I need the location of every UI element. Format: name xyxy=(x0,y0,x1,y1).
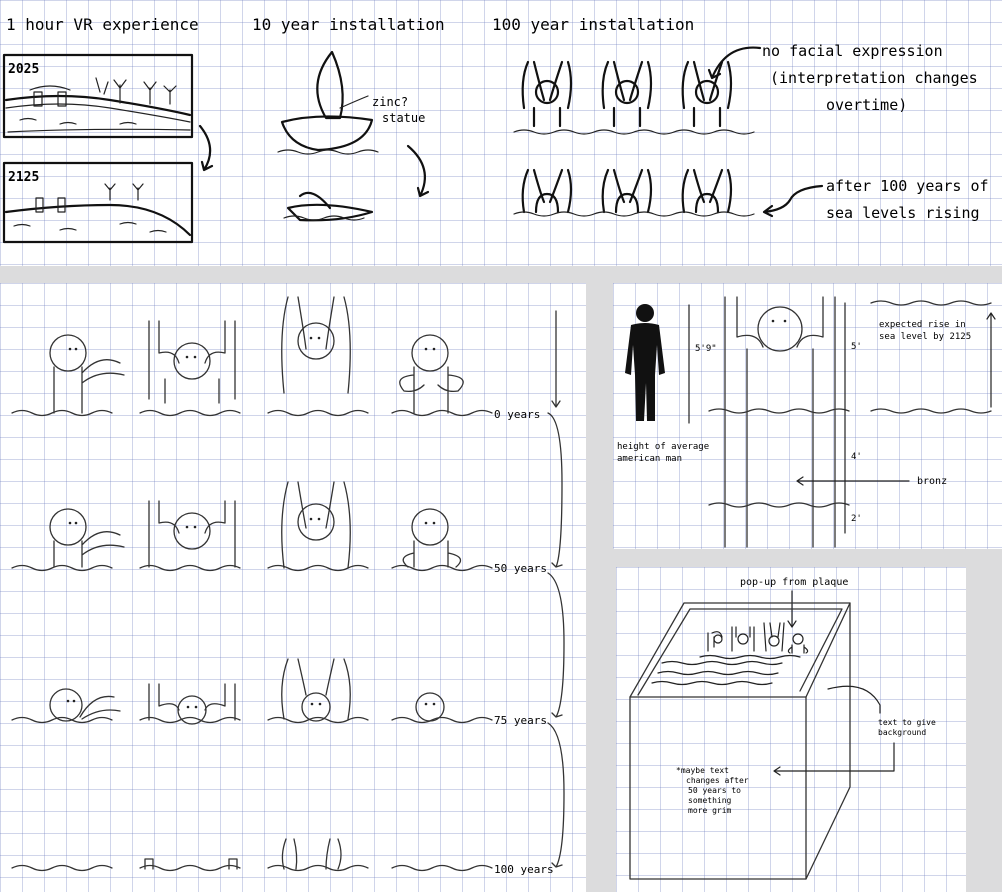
note2-line1: after 100 years of xyxy=(826,177,989,195)
plaque-note-3: 50 years to xyxy=(688,786,741,795)
arrow-note-1 xyxy=(709,48,760,78)
timeline-sketches: 0 years 50 years 75 years 100 years xyxy=(0,283,586,892)
arrow-down-boat xyxy=(408,146,428,196)
row-50-years xyxy=(12,482,492,571)
statue-label: statue xyxy=(382,111,425,125)
plaque-sheet: pop-up from plaque text to give backgrou… xyxy=(616,567,966,892)
material-arrow xyxy=(797,477,909,485)
bg-text-arrow xyxy=(828,686,880,713)
man-silhouette xyxy=(625,304,665,421)
arrow-down-vr xyxy=(200,126,212,170)
year-2025: 2025 xyxy=(8,62,39,77)
sunk-boat xyxy=(284,193,372,220)
row-100-years xyxy=(12,839,492,871)
boat-statue xyxy=(278,52,378,154)
ten-year-heading: 10 year installation xyxy=(252,15,445,34)
year-2125: 2125 xyxy=(8,170,39,185)
mini-figures xyxy=(700,623,808,659)
plaque-note-4: something xyxy=(688,796,732,805)
height-5: 5' xyxy=(851,342,862,352)
row-0-years xyxy=(12,297,492,416)
height-5-9: 5'9" xyxy=(695,344,717,354)
rise-arrow xyxy=(987,313,995,407)
sea-level-now xyxy=(871,409,991,413)
note1-line3: overtime) xyxy=(826,96,907,114)
concept-sheet-top: 1 hour VR experience 10 year installatio… xyxy=(0,0,1002,266)
vr-heading: 1 hour VR experience xyxy=(6,15,199,34)
note-arrow xyxy=(774,743,894,775)
height-2: 2' xyxy=(851,514,862,524)
landscape-2025 xyxy=(6,78,190,132)
scale-sheet: 5'9" height of average american man 5' 4… xyxy=(613,283,1002,549)
plaque-note-1: *maybe text xyxy=(676,766,729,775)
plaque-note-2: changes after xyxy=(686,776,749,785)
bg-text-1: text to give xyxy=(878,718,936,727)
note2-line2: sea levels rising xyxy=(826,204,980,222)
timeline-sheet: 0 years 50 years 75 years 100 years xyxy=(0,283,586,892)
rise-label-2: sea level by 2125 xyxy=(879,332,971,342)
note1-line1: no facial expression xyxy=(762,42,943,60)
man-caption-1: height of average xyxy=(617,442,709,452)
height-4: 4' xyxy=(851,452,862,462)
material-label: bronz xyxy=(917,476,947,487)
scale-diagram: 5'9" height of average american man 5' 4… xyxy=(613,283,1002,549)
figures-row-2 xyxy=(514,170,754,216)
hundred-year-heading: 100 year installation xyxy=(492,15,694,34)
bg-text-2: background xyxy=(878,728,926,737)
plaque-box xyxy=(630,603,850,879)
timeline-label-75: 75 years xyxy=(494,714,547,727)
statue-figure xyxy=(725,297,835,547)
base-water-line xyxy=(709,503,849,507)
man-caption-2: american man xyxy=(617,454,682,464)
figures-row-1 xyxy=(514,62,754,134)
landscape-2125 xyxy=(6,184,190,235)
timeline-label-50: 50 years xyxy=(494,562,547,575)
timeline-axis xyxy=(548,311,564,867)
timeline-label-0: 0 years xyxy=(494,408,540,421)
water-line-statue xyxy=(709,409,849,413)
plaque-diagram: pop-up from plaque text to give backgrou… xyxy=(616,567,966,892)
sea-level-top xyxy=(871,301,991,305)
rise-label-1: expected rise in xyxy=(879,320,966,330)
popup-label: pop-up from plaque xyxy=(740,577,848,588)
timeline-label-100: 100 years xyxy=(494,863,554,876)
plaque-note-5: more grim xyxy=(688,806,732,815)
concept-sketches-top: 1 hour VR experience 10 year installatio… xyxy=(0,0,1002,266)
note1-line2: (interpretation changes xyxy=(770,69,978,87)
row-75-years xyxy=(12,659,492,724)
zinc-label: zinc? xyxy=(372,95,408,109)
arrow-note-2 xyxy=(764,186,822,216)
